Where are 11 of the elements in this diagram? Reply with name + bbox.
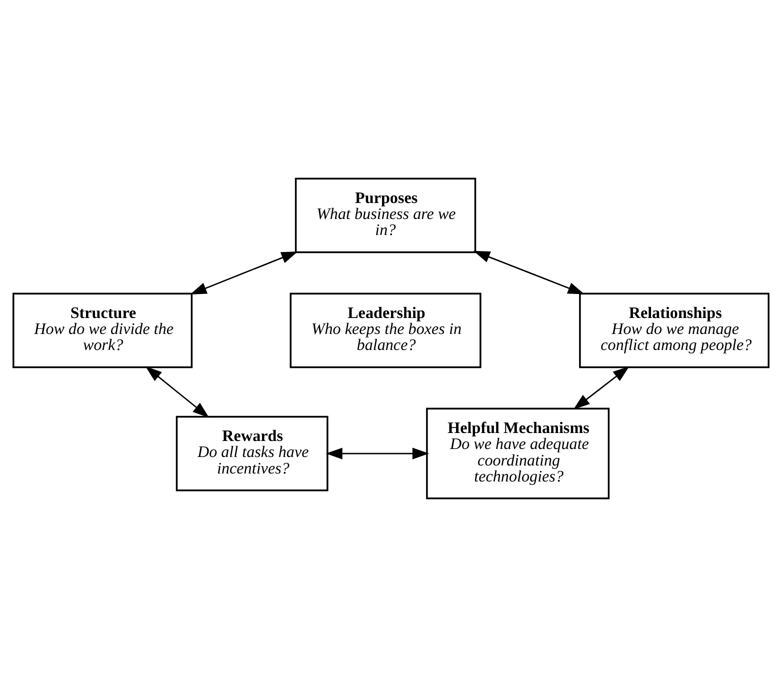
arrow [326,448,430,460]
arrow [473,250,584,294]
node-box: Relationships How do we manage conflict among people? [579,292,770,368]
node-box: Structure How do we divide the work? [12,292,193,368]
arrow [190,251,298,294]
arrow [145,366,210,418]
node-box: Helpful Mechanisms Do we have adequate coordinating technologies? [426,408,610,500]
node-box: Purposes What business are we in? [294,178,476,254]
arrow [573,366,630,410]
node-box: Leadership Who keeps the boxes in balance? [290,292,482,368]
node-box: Rewards Do all tasks have incentives? [176,416,328,492]
